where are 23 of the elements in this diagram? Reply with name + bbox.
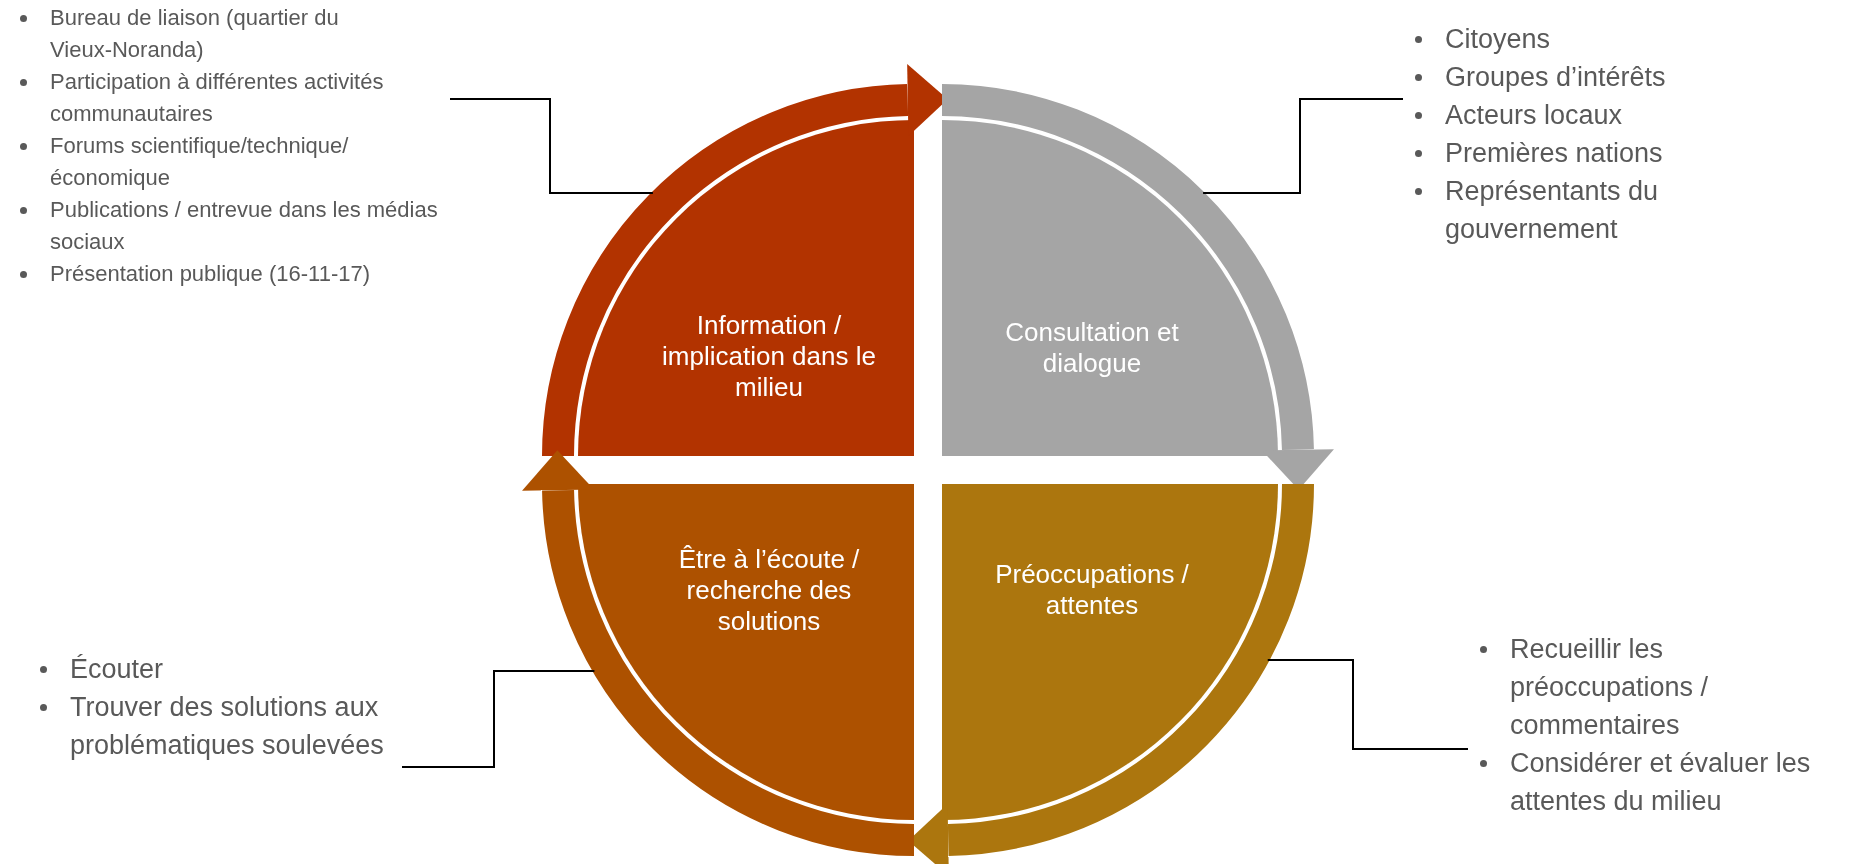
list-item-text: Forums scientifique/technique/économique <box>50 133 349 190</box>
list-item-text: Représentants du gouvernement <box>1445 176 1659 244</box>
list-item-text: Publications / entrevue dans les médias sociaux <box>50 197 438 254</box>
list-item-text: Citoyens <box>1445 24 1551 54</box>
leader-line <box>1266 659 1469 750</box>
list-item-text: Recueillir les préoccupations / commentaires <box>1510 634 1709 740</box>
quadrant-label: Consultation et dialogue <box>1004 317 1180 379</box>
quadrant-label: Être à l’écoute / recherche des solutions <box>677 543 861 637</box>
list-item-text: Écouter <box>70 654 164 684</box>
list-item-text: Groupes d’intérêts <box>1445 62 1666 92</box>
leader-line <box>401 670 596 768</box>
quadrant-label: Information / implication dans le milieu <box>661 309 877 403</box>
quadrant-label: Préoccupations / attentes <box>994 559 1190 621</box>
list-item-text: Acteurs locaux <box>1445 100 1623 130</box>
list-item-text: Bureau de liaison (quartier du Vieux-Noranda) <box>50 5 339 62</box>
leader-line <box>449 98 654 194</box>
list-item-text: Considérer et évaluer les attentes du milieu <box>1510 748 1811 816</box>
cycle-arrow <box>522 450 916 856</box>
list-item-text: Participation à différentes activités communautaires <box>50 69 384 126</box>
list-item-text: Trouver des solutions aux problématiques soulevées <box>70 692 384 760</box>
list-item-text: Premières nations <box>1445 138 1663 168</box>
leader-line <box>1202 98 1404 194</box>
list-item-text: Présentation publique (16-11-17) <box>50 261 371 286</box>
